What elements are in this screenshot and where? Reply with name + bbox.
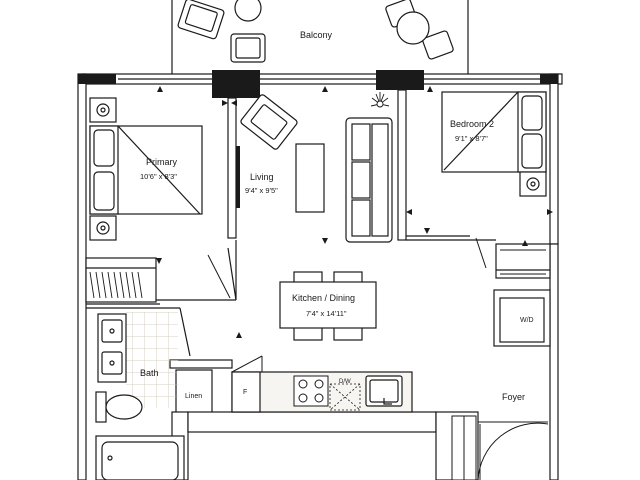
room-label-foyer: Foyer	[502, 392, 525, 402]
bedroom2-nightstand-icon	[519, 171, 547, 197]
room-dims-living: 9'4" x 9'5"	[245, 186, 278, 195]
room-label-linen: Linen	[185, 393, 202, 400]
dishwasher-label: D/W	[339, 379, 351, 385]
primary-bed-icon	[89, 125, 203, 215]
washer-dryer-label: W/D	[520, 317, 534, 324]
balcony-chair-icon	[177, 0, 225, 40]
toilet-icon	[95, 391, 143, 423]
room-label-kitchen: Kitchen / Dining	[292, 293, 355, 303]
room-label-primary: Primary	[146, 157, 177, 167]
section-marker-icons	[156, 86, 553, 338]
nightstand-icon	[89, 97, 117, 241]
bedroom2-closet-hangers	[500, 249, 546, 275]
entry-door-icon	[477, 421, 549, 480]
fridge-door-icon	[231, 355, 263, 373]
room-label-bedroom2: Bedroom 2	[450, 119, 494, 129]
kitchen-sink-icon	[365, 375, 403, 407]
dining-table-icon	[279, 271, 377, 341]
balcony-table-icon	[234, 0, 262, 22]
bathtub-icon	[95, 435, 185, 480]
vanity-icon	[97, 313, 127, 383]
bedroom2-bed-icon	[441, 91, 547, 173]
primary-door-icon	[207, 254, 231, 299]
balcony-round-table-icon	[385, 0, 454, 60]
room-dims-bedroom2: 9'1" x 8'7"	[455, 134, 488, 143]
bedroom2-door-icon	[475, 237, 487, 269]
dishwasher-icon	[329, 383, 361, 411]
room-dims-kitchen: 7'4" x 14'11"	[306, 309, 347, 318]
sofa-icon	[345, 117, 393, 243]
room-label-living: Living	[250, 172, 274, 182]
coffee-table-icon	[295, 143, 325, 213]
plant-icon	[370, 92, 390, 108]
foyer-closet-icon	[451, 415, 477, 480]
room-label-balcony: Balcony	[300, 30, 333, 40]
cooktop-icon	[293, 375, 329, 407]
primary-closet-hangers	[89, 271, 143, 299]
bath-tile-floor	[126, 312, 178, 408]
room-label-bath: Bath	[140, 368, 159, 378]
balcony-stool-icon	[230, 33, 266, 63]
balcony-area: Balcony	[171, 0, 469, 76]
fridge-label: F	[243, 389, 247, 396]
tv-icon	[236, 146, 240, 208]
armchair-icon	[240, 94, 298, 150]
room-dims-primary: 10'6" x 8'3"	[140, 172, 177, 181]
wall-piers	[78, 70, 558, 98]
